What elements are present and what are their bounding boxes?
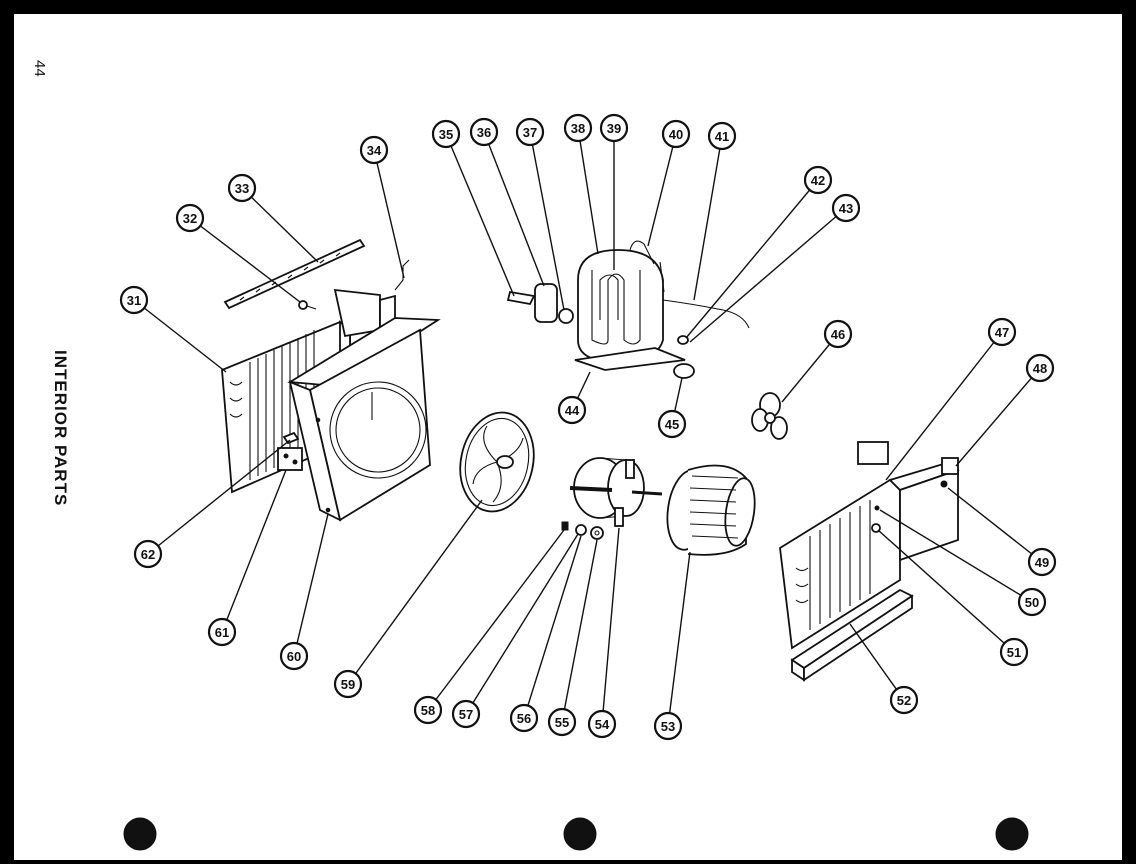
callout-37: 37 <box>515 117 545 147</box>
svg-text:60: 60 <box>287 649 301 664</box>
callout-34: 34 <box>359 135 389 165</box>
svg-text:55: 55 <box>555 715 569 730</box>
svg-text:62: 62 <box>141 547 155 562</box>
callout-35: 35 <box>431 119 461 149</box>
callout-43: 43 <box>831 193 861 223</box>
svg-text:46: 46 <box>831 327 845 342</box>
svg-text:31: 31 <box>127 293 141 308</box>
svg-text:48: 48 <box>1033 361 1047 376</box>
svg-text:59: 59 <box>341 677 355 692</box>
leader-lines <box>133 127 1043 727</box>
binder-holes <box>123 817 1029 851</box>
condenser-coil <box>779 441 960 682</box>
callout-55: 55 <box>547 707 577 737</box>
svg-text:40: 40 <box>669 127 683 142</box>
fan-shroud <box>287 317 441 522</box>
svg-text:42: 42 <box>811 173 825 188</box>
svg-text:54: 54 <box>595 717 610 732</box>
control-switch <box>277 431 303 471</box>
callout-44: 44 <box>557 395 587 425</box>
svg-text:52: 52 <box>897 693 911 708</box>
callout-38: 38 <box>563 113 593 143</box>
compressor <box>506 240 750 379</box>
callout-39: 39 <box>599 113 629 143</box>
callout-56: 56 <box>509 703 539 733</box>
svg-text:43: 43 <box>839 201 853 216</box>
svg-text:38: 38 <box>571 121 585 136</box>
svg-text:47: 47 <box>995 325 1009 340</box>
callout-32: 32 <box>175 203 205 233</box>
callout-61: 61 <box>207 617 237 647</box>
svg-text:44: 44 <box>565 403 580 418</box>
svg-text:39: 39 <box>607 121 621 136</box>
callout-31: 31 <box>119 285 149 315</box>
svg-text:35: 35 <box>439 127 453 142</box>
callout-59: 59 <box>333 669 363 699</box>
svg-text:53: 53 <box>661 719 675 734</box>
svg-text:41: 41 <box>715 129 729 144</box>
callout-50: 50 <box>1017 587 1047 617</box>
callout-58: 58 <box>413 695 443 725</box>
svg-text:37: 37 <box>523 125 537 140</box>
callout-36: 36 <box>469 117 499 147</box>
svg-text:51: 51 <box>1007 645 1021 660</box>
callout-45: 45 <box>657 409 687 439</box>
svg-text:50: 50 <box>1025 595 1039 610</box>
callout-53: 53 <box>653 711 683 741</box>
svg-text:56: 56 <box>517 711 531 726</box>
svg-text:57: 57 <box>459 707 473 722</box>
callout-48: 48 <box>1025 353 1055 383</box>
thermostat-clip <box>298 300 317 310</box>
callout-60: 60 <box>279 641 309 671</box>
svg-text:34: 34 <box>367 143 382 158</box>
condenser-fan-blade <box>459 411 535 513</box>
callout-54: 54 <box>587 709 617 739</box>
callout-57: 57 <box>451 699 481 729</box>
svg-text:61: 61 <box>215 625 229 640</box>
fan-motor <box>561 457 663 540</box>
blower-wheel <box>666 464 756 556</box>
heater-strip <box>223 238 366 310</box>
callout-46: 46 <box>823 319 853 349</box>
callout-40: 40 <box>661 119 691 149</box>
callout-49: 49 <box>1027 547 1057 577</box>
callout-51: 51 <box>999 637 1029 667</box>
svg-text:33: 33 <box>235 181 249 196</box>
svg-text:49: 49 <box>1035 555 1049 570</box>
callout-52: 52 <box>889 685 919 715</box>
svg-text:45: 45 <box>665 417 679 432</box>
svg-text:32: 32 <box>183 211 197 226</box>
callout-62: 62 <box>133 539 163 569</box>
callout-42: 42 <box>803 165 833 195</box>
callout-33: 33 <box>227 173 257 203</box>
callout-47: 47 <box>987 317 1017 347</box>
svg-text:58: 58 <box>421 703 435 718</box>
small-fan <box>751 392 788 440</box>
callout-41: 41 <box>707 121 737 151</box>
svg-text:36: 36 <box>477 125 491 140</box>
